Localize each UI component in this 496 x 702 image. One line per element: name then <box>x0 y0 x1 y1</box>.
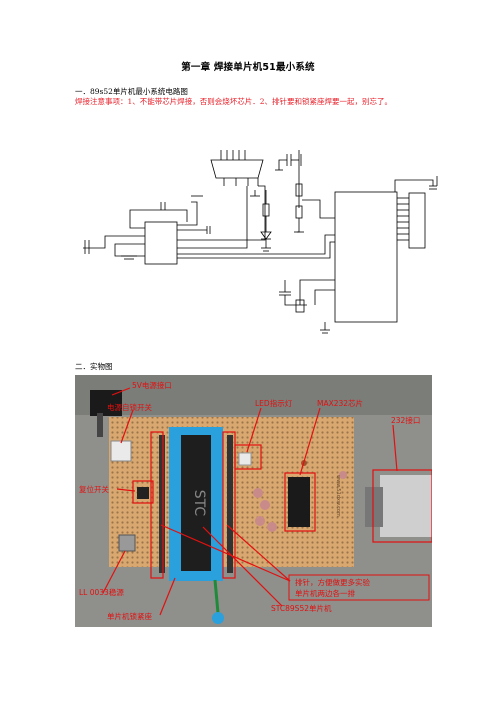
lock-lever-knob <box>212 612 224 624</box>
section-heading-schematic: 一．89s52单片机最小系统电路图 <box>75 87 188 96</box>
page-title: 第一章 焊接单片机51最小系统 <box>181 62 315 73</box>
max232-chip <box>288 477 310 527</box>
board-photo: STC www.51dxw.com <box>75 375 432 627</box>
section-heading-photo: 二．实物图 <box>75 362 113 371</box>
db9-connector <box>380 475 432 537</box>
silkscreen-text: www.51dxw.com <box>335 475 341 517</box>
label-led: LED指示灯 <box>255 398 293 408</box>
db9-symbol <box>210 159 264 179</box>
label-regulator: LL 0033稳源 <box>79 587 124 597</box>
power-switch <box>110 440 132 462</box>
mcu-symbol <box>334 191 398 323</box>
label-power-jack: 5V电源接口 <box>132 380 172 390</box>
reset-button <box>137 487 149 499</box>
regulator <box>118 534 136 552</box>
label-db9: 232接口 <box>391 415 420 425</box>
led <box>238 452 252 466</box>
schematic-diagram <box>83 150 438 334</box>
label-lock-seat: 单片机锁紧座 <box>107 611 152 621</box>
soldering-note: 焊接注意事项：1、不能带芯片焊接，否则会烧坏芯片．2、排针要和锁紧座焊要一起，别… <box>75 97 393 106</box>
label-reset: 复位开关 <box>79 484 109 494</box>
header-symbol <box>408 192 426 249</box>
power-jack <box>90 390 122 416</box>
max232-symbol <box>144 221 178 265</box>
label-mcu: STC89S52单片机 <box>271 603 332 613</box>
chip-text: STC <box>191 490 207 517</box>
label-power-switch: 电源自锁开关 <box>107 402 152 412</box>
label-header-note-1: 排针，方便做更多实验 <box>295 577 370 587</box>
label-max232: MAX232芯片 <box>317 398 363 408</box>
label-header-note-2: 单片机两边各一排 <box>295 588 355 598</box>
